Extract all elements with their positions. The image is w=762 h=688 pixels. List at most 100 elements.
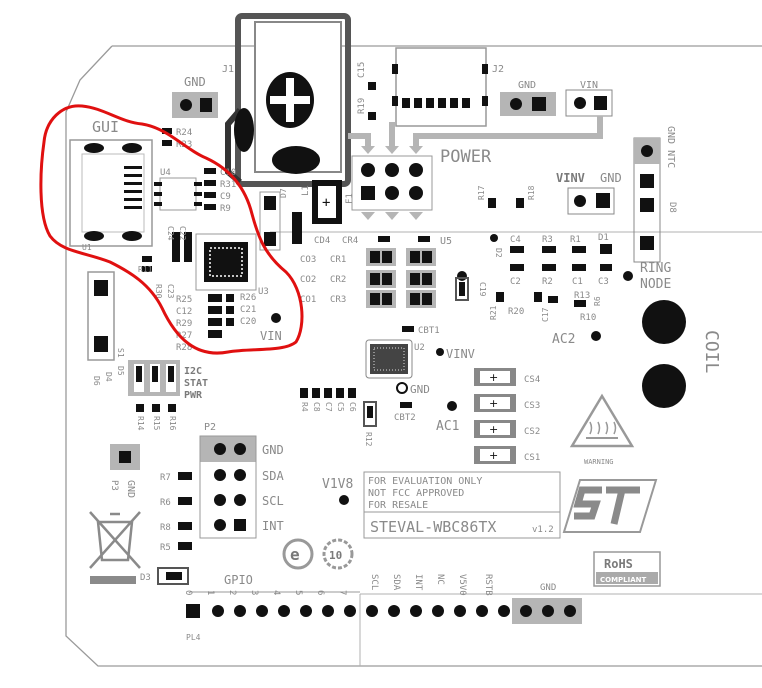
r16-refdes: R16	[168, 416, 177, 431]
cr1-refdes: CR1	[330, 255, 346, 265]
d1-refdes: D1	[598, 233, 609, 243]
power-route-vin	[413, 116, 603, 148]
gnd-testpoint-label: GND	[410, 383, 430, 396]
i2c-label: I2C	[184, 366, 202, 377]
vinv-label: VINV	[556, 171, 585, 185]
r17-refdes: R17	[477, 185, 486, 200]
gui-label: GUI	[92, 118, 119, 136]
r29-refdes: R29	[176, 319, 192, 329]
f1-plus: +	[322, 195, 330, 211]
j2-refdes: J2	[492, 64, 504, 75]
d7-pad1	[264, 196, 276, 210]
d7-pad2	[264, 232, 276, 246]
warning-label: WARNING	[584, 458, 614, 466]
stat-label: STAT	[184, 378, 208, 389]
r15-refdes: R15	[152, 416, 161, 431]
svg-text:V5V0: V5V0	[457, 574, 467, 596]
vin-label-top: VIN	[580, 80, 598, 91]
pwr-label: PWR	[184, 390, 203, 401]
r21-refdes: R21	[489, 305, 498, 320]
vin-header-pin2	[594, 96, 607, 110]
r19-refdes: R19	[357, 98, 367, 114]
d6-refdes: D6	[92, 376, 101, 386]
power-label: POWER	[440, 147, 492, 167]
svg-text:7: 7	[337, 590, 347, 595]
arrow-2	[385, 146, 399, 154]
c8-refdes: C8	[312, 402, 321, 412]
ac2-label: AC2	[552, 332, 575, 347]
vin-testpoint	[271, 313, 281, 323]
u3-pad	[209, 247, 243, 277]
efup-10-icon	[322, 538, 354, 570]
red-annotation-outline	[39, 104, 304, 355]
p2-pin-gnd: GND	[262, 443, 284, 457]
r24-refdes: R24	[176, 128, 192, 138]
c5-refdes: C5	[336, 402, 345, 412]
svg-text:4: 4	[271, 590, 281, 595]
co2-refdes: CO2	[300, 275, 316, 285]
r31-refdes: R31	[220, 180, 236, 190]
l1-body	[292, 212, 302, 244]
svg-text:2: 2	[227, 590, 237, 595]
ring-label: RING	[640, 261, 671, 276]
r26-refdes: R26	[240, 293, 256, 303]
j1-pin2	[200, 98, 212, 112]
svg-text:+: +	[489, 423, 498, 436]
cs4-refdes: CS4	[524, 375, 540, 385]
r2-refdes: R2	[542, 277, 553, 287]
c9-refdes: C9	[220, 192, 231, 202]
pl4-header-pins	[186, 604, 576, 618]
v1v8-testpoint	[339, 495, 349, 505]
disclaimer-line-3: FOR RESALE	[368, 500, 428, 511]
d8-refdes: D8	[667, 202, 677, 213]
vin-label-tp: VIN	[260, 329, 282, 343]
svg-text:3: 3	[249, 590, 259, 595]
c17-refdes: C17	[541, 307, 550, 322]
d2-refdes: D2	[494, 248, 503, 258]
d3-refdes: D3	[140, 573, 151, 583]
coil-label: COIL	[701, 330, 722, 374]
st-logo	[562, 479, 658, 533]
gpio-label: GPIO	[224, 573, 253, 587]
c22-refdes: C22	[178, 226, 187, 241]
cr2-refdes: CR2	[330, 275, 346, 285]
f1-fuse-window	[318, 186, 336, 218]
c15-pad	[368, 82, 376, 90]
c12-refdes: C12	[176, 307, 192, 317]
eval-box	[363, 471, 561, 539]
c23-refdes: C23	[166, 284, 175, 299]
gnd-header-pin2	[532, 97, 546, 111]
cd4-refdes: CD4	[314, 236, 330, 246]
usb-body	[81, 153, 145, 233]
rohs-compliant: COMPLIANT	[600, 576, 647, 584]
r28-refdes: R28	[176, 343, 192, 353]
warning-triangle	[569, 393, 635, 448]
f1-refdes: F1	[345, 193, 355, 204]
cs3-refdes: CS3	[524, 401, 540, 411]
cbt2-refdes: CBT2	[394, 413, 416, 423]
j2-tab-tl	[392, 64, 398, 74]
d7-refdes: D7	[279, 188, 288, 198]
r6b-refdes: R6	[160, 498, 171, 508]
power-selector-header	[351, 155, 433, 211]
header-tail-labels: SCL SDA INT NC V5V0 RSTB	[369, 574, 493, 596]
board-version: v1.2	[532, 525, 554, 535]
r25-refdes: R25	[176, 295, 192, 305]
v1v8-label: V1V8	[322, 477, 353, 492]
p3-gnd-label: GND	[125, 480, 136, 498]
u5-refdes: U5	[440, 236, 452, 247]
board-name: STEVAL-WBC86TX	[370, 518, 496, 536]
j2-tab-tr	[482, 64, 488, 74]
r27-refdes: R27	[176, 331, 192, 341]
gnd-ntc-label: GND NTC	[665, 126, 676, 168]
r4-refdes: R4	[300, 402, 309, 412]
r8-refdes: R8	[160, 523, 171, 533]
l1-refdes: L1	[301, 185, 311, 196]
cap-grid	[366, 248, 436, 308]
cbt1-refdes: CBT1	[418, 326, 440, 336]
gnd-header-top	[500, 92, 556, 116]
u2-chip	[370, 344, 408, 374]
cr4-refdes: CR4	[342, 236, 358, 246]
usb-pins	[124, 166, 142, 209]
